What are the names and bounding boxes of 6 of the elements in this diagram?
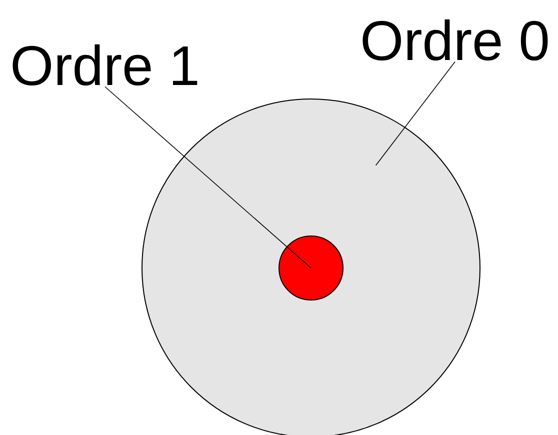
label-text: Ordre 0	[362, 19, 548, 61]
leader-line	[375, 61, 456, 166]
circle	[142, 98, 480, 435]
disc	[278, 236, 344, 300]
leader-line	[104, 86, 312, 268]
label-text: Ordre 1	[12, 44, 198, 86]
